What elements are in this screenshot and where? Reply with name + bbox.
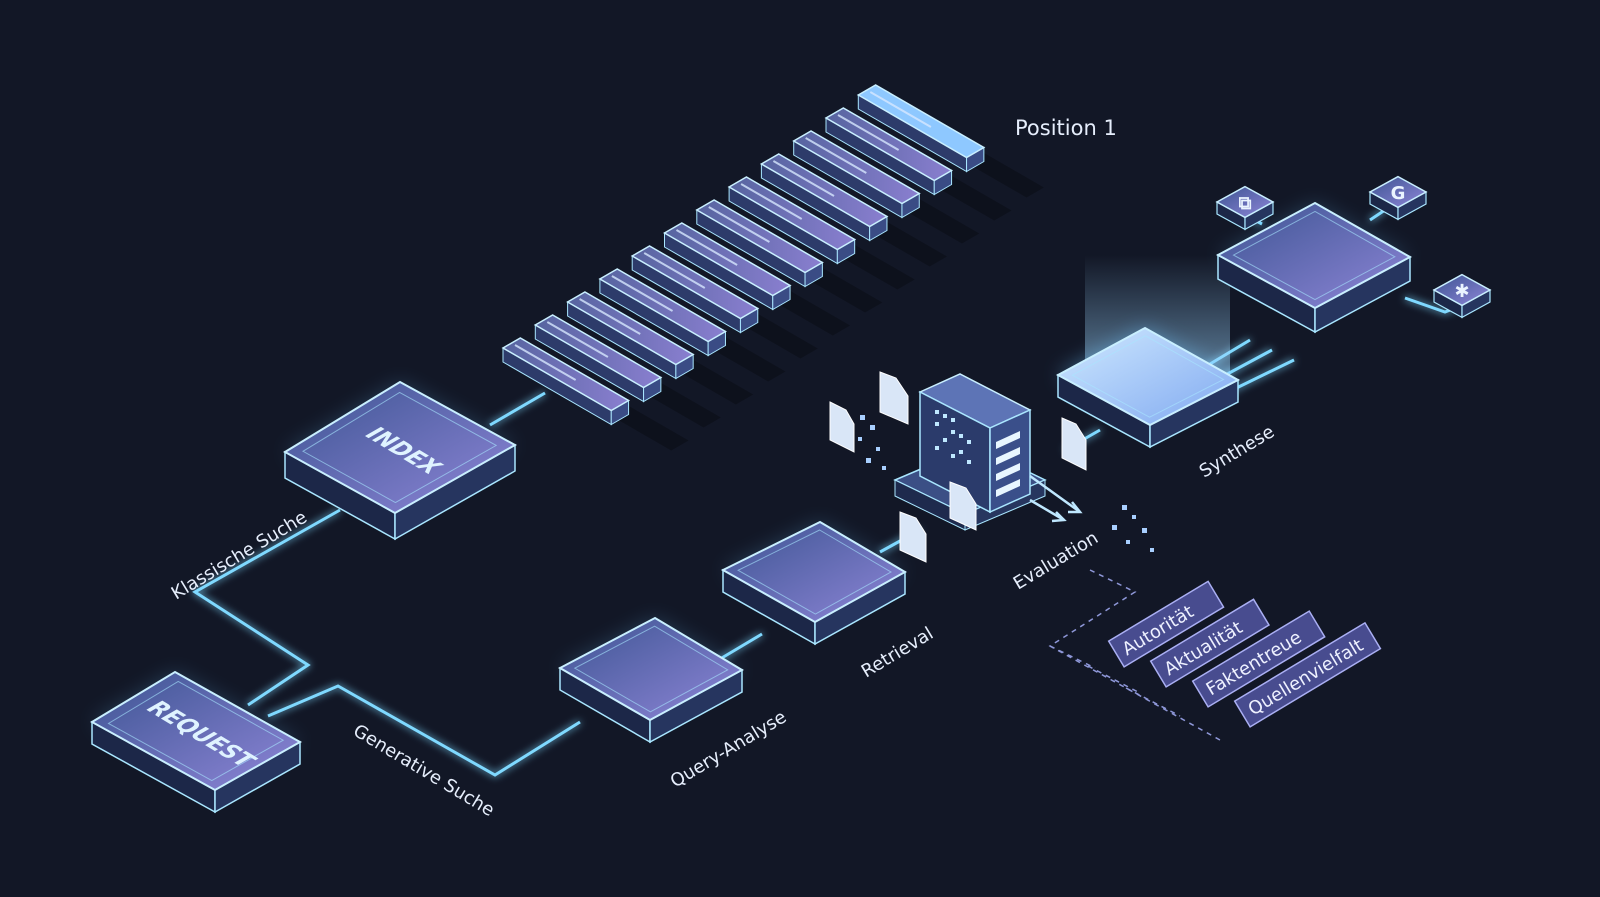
evaluation-indicators <box>996 431 1020 497</box>
output-hub-node <box>1215 201 1413 334</box>
index-to-ranking-line <box>489 391 546 427</box>
ranking-bar <box>630 245 818 359</box>
ranking-bar <box>792 130 980 244</box>
ranking-bars <box>501 84 1044 451</box>
ranking-bar <box>501 337 689 451</box>
retrieval-label: Retrieval <box>858 623 937 682</box>
ranking-bar <box>824 107 1012 221</box>
document-icon <box>949 481 977 531</box>
svg-text:✱: ✱ <box>1454 281 1469 302</box>
evaluation-machine <box>829 371 1154 563</box>
evaluation-arrows <box>1029 474 1083 523</box>
document-icon <box>829 401 855 453</box>
position-1-label: Position 1 <box>1015 116 1117 140</box>
request-node: REQUEST <box>90 670 303 814</box>
node-tiles: INDEX REQUEST <box>90 201 1413 814</box>
generative-search-path <box>267 684 581 777</box>
ranking-bar <box>566 291 754 405</box>
synthesis-node <box>1055 326 1241 449</box>
synthesis-label: Synthese <box>1196 421 1278 482</box>
openai-icon: ✱ <box>1432 273 1492 319</box>
ranking-bar <box>759 153 947 267</box>
svg-text:⧉: ⧉ <box>1239 193 1252 214</box>
ranking-bar <box>727 176 915 290</box>
hub-line-google <box>1369 208 1386 222</box>
document-icon <box>899 511 927 563</box>
query-to-retrieval-line <box>714 632 763 664</box>
svg-text:G: G <box>1391 183 1406 204</box>
classic-search-path <box>192 508 341 707</box>
google-icon: G <box>1368 175 1428 221</box>
document-icons <box>829 371 1087 563</box>
classic-search-label: Klassische Suche <box>168 507 311 604</box>
sitemap-icon: ⧉ <box>1215 185 1275 231</box>
ranking-bar-position-1 <box>856 84 1044 198</box>
criteria-connectors <box>1048 569 1221 741</box>
query-analysis-node <box>557 616 745 744</box>
evaluation-label: Evaluation <box>1010 527 1102 594</box>
data-particles <box>858 415 1154 552</box>
ranking-bar <box>695 199 883 313</box>
document-icon <box>1061 417 1087 471</box>
index-node: INDEX <box>283 380 518 541</box>
ranking-bar <box>533 314 721 428</box>
retrieval-node <box>720 520 908 646</box>
evaluation-data-grid <box>935 410 971 464</box>
ranking-bar <box>663 222 851 336</box>
criteria-pills: AutoritätAktualitätFaktentreueQuellenvie… <box>1107 580 1382 728</box>
ranking-bar <box>598 268 786 382</box>
output-icon-cubes: ⧉ G ✱ <box>1215 175 1492 319</box>
document-icon <box>879 371 909 425</box>
